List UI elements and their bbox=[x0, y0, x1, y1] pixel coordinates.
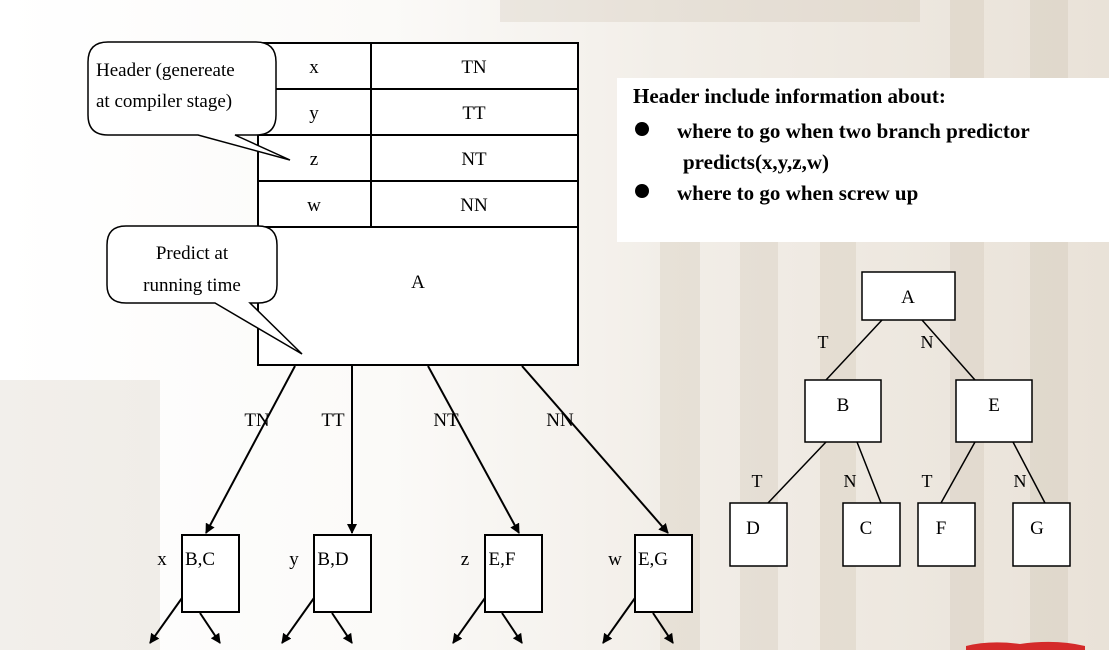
header-key-w: w bbox=[307, 195, 321, 216]
decision-tree: A B E D C F G T N T N T N bbox=[729, 271, 1071, 567]
tree-edge-label-e-g: N bbox=[1014, 471, 1027, 491]
target-prefix-z: z bbox=[461, 549, 469, 570]
tree-node-g bbox=[1012, 502, 1071, 567]
outgoing-arrows bbox=[149, 597, 674, 644]
header-block bbox=[257, 42, 579, 366]
info-title: Header include information about: bbox=[633, 84, 946, 108]
header-callout-line1: Header (genereate bbox=[96, 60, 235, 81]
target-block-x: x B,C bbox=[157, 534, 240, 613]
predict-callout: Predict at running time bbox=[106, 225, 303, 355]
tree-node-f-label: F bbox=[936, 518, 947, 539]
target-prefix-w: w bbox=[608, 549, 622, 570]
tree-edge-label-a-e: N bbox=[921, 332, 934, 352]
block-label-a: A bbox=[411, 272, 425, 293]
arrow-nt bbox=[427, 365, 520, 534]
tree-node-e-label: E bbox=[988, 395, 1000, 416]
tree-edge-label-b-c: N bbox=[844, 471, 857, 491]
tree-edge-label-a-b: T bbox=[818, 332, 829, 352]
arrow-tn bbox=[205, 365, 296, 534]
target-block-z: z E,F bbox=[461, 534, 543, 613]
header-value-x: TN bbox=[461, 57, 487, 78]
target-prefix-y: y bbox=[289, 549, 299, 570]
tree-node-b bbox=[804, 379, 882, 443]
bullet-dot-icon bbox=[635, 184, 649, 198]
header-callout: Header (genereate at compiler stage) bbox=[87, 41, 291, 161]
edge-label-tn: TN bbox=[244, 410, 270, 431]
tree-node-d bbox=[729, 502, 788, 567]
tree-node-b-label: B bbox=[837, 395, 850, 416]
info-bullet-1-line1: where to go when two branch predictor bbox=[677, 119, 1030, 143]
branch-arrows bbox=[205, 365, 669, 534]
tree-node-c bbox=[842, 502, 901, 567]
edge-label-nn: NN bbox=[546, 410, 574, 431]
tree-node-a bbox=[861, 271, 956, 321]
header-key-z: z bbox=[310, 149, 318, 170]
logo bbox=[966, 641, 1085, 650]
tree-node-e bbox=[955, 379, 1033, 443]
header-table: x TN y TT z NT w NN A bbox=[257, 42, 579, 366]
target-label-eg: E,G bbox=[638, 549, 668, 570]
tree-node-a-label: A bbox=[901, 287, 915, 308]
predict-callout-line2: running time bbox=[143, 275, 241, 296]
target-block-y: y B,D bbox=[289, 534, 372, 613]
target-block-w: w E,G bbox=[608, 534, 693, 613]
header-key-x: x bbox=[309, 57, 319, 78]
header-value-y: TT bbox=[462, 103, 486, 124]
header-value-w: NN bbox=[460, 195, 488, 216]
edge-label-tt: TT bbox=[321, 410, 345, 431]
tree-node-c-label: C bbox=[860, 518, 873, 539]
target-label-bc: B,C bbox=[185, 549, 215, 570]
tree-node-f bbox=[917, 502, 976, 567]
target-prefix-x: x bbox=[157, 549, 167, 570]
info-bullet-2-line1: where to go when screw up bbox=[677, 181, 919, 205]
edge-label-nt: NT bbox=[433, 410, 459, 431]
header-value-z: NT bbox=[461, 149, 487, 170]
predict-callout-line1: Predict at bbox=[156, 243, 229, 264]
tree-edge-label-b-d: T bbox=[752, 471, 763, 491]
header-callout-line2: at compiler stage) bbox=[96, 91, 232, 112]
arrow-nn bbox=[521, 365, 669, 534]
bullet-dot-icon bbox=[635, 122, 649, 136]
tree-node-d-label: D bbox=[746, 518, 760, 539]
info-bullet-1-line2: predicts(x,y,z,w) bbox=[683, 150, 830, 174]
info-panel: Header include information about: where … bbox=[617, 78, 1109, 242]
tree-node-g-label: G bbox=[1030, 518, 1044, 539]
tree-edge-label-e-f: T bbox=[922, 471, 933, 491]
target-label-ef: E,F bbox=[489, 549, 516, 570]
header-key-y: y bbox=[309, 103, 319, 124]
target-label-bd: B,D bbox=[317, 549, 348, 570]
